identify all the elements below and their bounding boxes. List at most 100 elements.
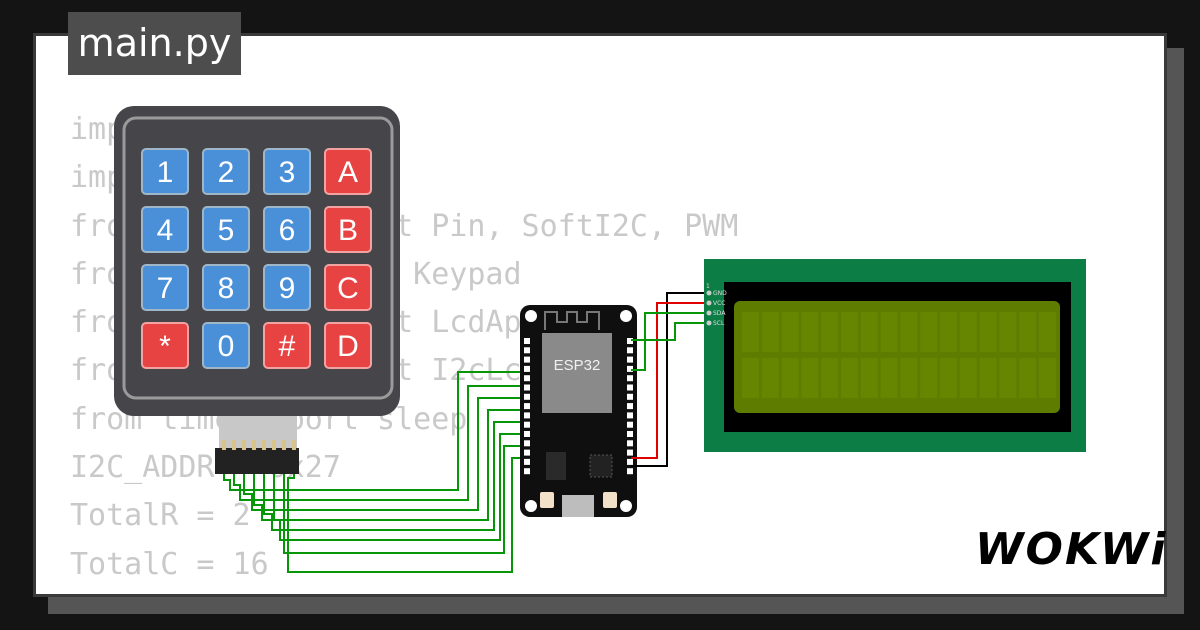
keypad-key-5[interactable]: 5 [202, 206, 250, 253]
keypad-key-D[interactable]: D [324, 322, 372, 369]
lcd-char-cell [979, 358, 997, 398]
esp32-pin[interactable] [524, 431, 530, 437]
esp32-pin[interactable] [524, 449, 530, 456]
esp32-pin[interactable] [524, 440, 530, 447]
lcd-pin-label: GND [713, 290, 727, 297]
lcd-char-cell [821, 358, 839, 398]
keypad-key-label: 8 [218, 272, 235, 305]
esp32-pin[interactable] [627, 412, 633, 419]
esp32-pin[interactable] [524, 375, 530, 382]
keypad-key-1[interactable]: 1 [141, 148, 189, 195]
esp32-pin[interactable] [524, 468, 530, 475]
lcd-char-cell [940, 312, 957, 352]
keypad-key-label: 6 [279, 214, 296, 247]
esp32-pin[interactable] [627, 468, 633, 475]
keypad-key-label: 4 [157, 214, 174, 247]
wokwi-logo: WOKWi [975, 524, 1168, 575]
lcd-char-cell [999, 358, 1017, 398]
esp32-pin[interactable] [524, 403, 530, 410]
lcd-pin-gnd[interactable] [706, 290, 712, 296]
usb-port [562, 495, 594, 517]
keypad-key-0[interactable]: 0 [202, 322, 250, 369]
esp32-pin[interactable] [524, 458, 530, 465]
lcd-char-cell [900, 312, 918, 352]
esp32-pin[interactable] [627, 356, 633, 363]
keypad-key-9[interactable]: 9 [263, 264, 311, 311]
lcd-pin1-marker: 1 [706, 283, 710, 290]
lcd-char-cell [781, 312, 799, 352]
esp32-pin[interactable] [627, 393, 633, 400]
keypad-key-#[interactable]: # [263, 322, 311, 369]
lcd-char-cell [801, 312, 819, 352]
lcd-char-cell [920, 312, 938, 352]
lcd-char-cell [1019, 312, 1037, 352]
code-line: TotalC = 16 [70, 546, 269, 582]
keypad-key-label: D [337, 330, 359, 363]
lcd-char-cell [959, 358, 977, 398]
keypad-key-label: B [338, 214, 358, 247]
lcd-pin-label: SDA [713, 310, 726, 317]
lcd-char-cell [1039, 312, 1056, 352]
esp32-pin[interactable] [524, 384, 530, 391]
keypad-wires [223, 371, 527, 573]
file-tab-main-py[interactable]: main.py [68, 12, 241, 75]
keypad-key-6[interactable]: 6 [263, 206, 311, 253]
lcd-char-cell [860, 358, 878, 398]
lcd-char-cell [761, 358, 779, 398]
keypad-key-8[interactable]: 8 [202, 264, 250, 311]
keypad-key-7[interactable]: 7 [141, 264, 189, 311]
lcd-char-cell [801, 358, 819, 398]
esp32-pin[interactable] [627, 440, 633, 447]
keypad-key-label: 2 [218, 156, 235, 189]
esp32-pin[interactable] [524, 338, 530, 344]
lcd-pin-vcc[interactable] [706, 300, 712, 306]
esp32-pin[interactable] [627, 347, 633, 354]
esp32-devkit: ESP32 [520, 305, 637, 517]
lcd-char-cell [860, 312, 878, 352]
lcd-pin-label: VCC [713, 300, 725, 307]
keypad-key-label: 5 [218, 214, 235, 247]
keypad-key-C[interactable]: C [324, 264, 372, 311]
lcd-char-cell [920, 358, 938, 398]
esp32-pin[interactable] [524, 347, 530, 354]
lcd-char-cell [900, 358, 918, 398]
esp32-pin[interactable] [627, 449, 633, 456]
esp32-pin[interactable] [627, 431, 633, 437]
lcd-char-cell [841, 312, 858, 352]
lcd-pin-label: SCL [713, 320, 725, 327]
esp32-pin[interactable] [627, 338, 633, 344]
esp32-pin[interactable] [627, 403, 633, 410]
lcd-pin-sda[interactable] [706, 310, 712, 316]
esp32-pin[interactable] [524, 412, 530, 419]
keypad-key-B[interactable]: B [324, 206, 372, 253]
esp32-pin[interactable] [627, 384, 633, 391]
keypad-key-label: * [159, 330, 171, 363]
keypad-key-label: C [337, 272, 359, 305]
keypad-key-3[interactable]: 3 [263, 148, 311, 195]
keypad-key-*[interactable]: * [141, 322, 189, 369]
lcd-wires [631, 292, 708, 467]
esp32-chip-label: ESP32 [554, 357, 601, 374]
lcd-char-cell [1039, 358, 1056, 398]
keypad-key-A[interactable]: A [324, 148, 372, 195]
keypad-key-2[interactable]: 2 [202, 148, 250, 195]
code-line: TotalR = 2 [70, 498, 251, 534]
esp32-pin[interactable] [524, 421, 530, 428]
keypad-key-4[interactable]: 4 [141, 206, 189, 253]
esp32-pin[interactable] [524, 393, 530, 400]
esp32-pin[interactable] [524, 365, 530, 372]
lcd-char-cell [761, 312, 779, 352]
esp32-pin[interactable] [627, 421, 633, 428]
esp32-pin[interactable] [627, 365, 633, 372]
keypad-key-label: 7 [157, 272, 174, 305]
esp32-pin[interactable] [627, 458, 633, 465]
esp32-pin[interactable] [524, 356, 530, 363]
esp32-chip [542, 333, 612, 413]
lcd-char-cell [999, 312, 1017, 352]
keypad-key-label: 3 [279, 156, 296, 189]
lcd-pin-scl[interactable] [706, 320, 712, 326]
lcd-char-cell [781, 358, 799, 398]
esp32-pin[interactable] [627, 375, 633, 382]
lcd-char-cell [1019, 358, 1037, 398]
